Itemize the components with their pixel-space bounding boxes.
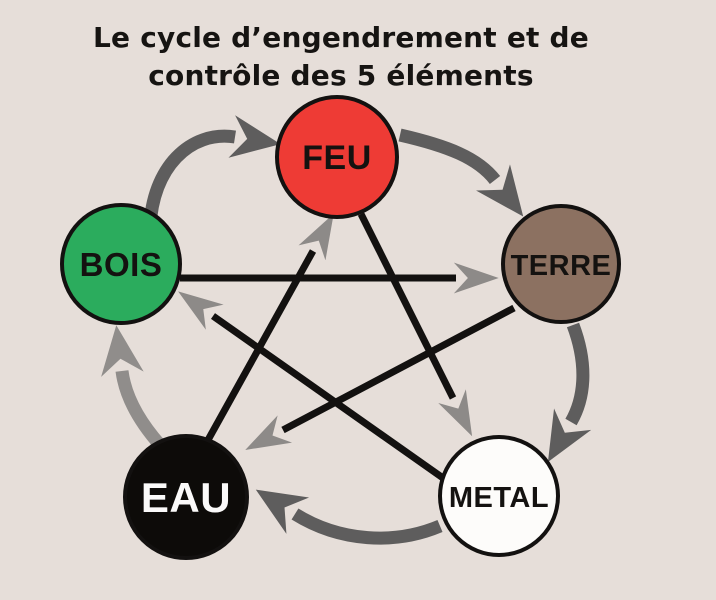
control-cycle-group [178,212,516,481]
generation-cycle-group [101,115,592,545]
diagram-title: Le cycle d’engendrement et de contrôle d… [93,21,589,92]
terre-label: TERRE [511,250,612,282]
generation-arrow-metal-to-eau [255,489,443,545]
title-line-1: Le cycle d’engendrement et de [93,21,589,54]
element-metal: METAL [438,435,560,557]
generation-arrow-bois-to-feu [143,115,281,229]
generation-arrow-feu-to-terre [398,128,524,217]
generation-arrow-terre-to-metal [547,322,592,462]
bois-circle [60,203,182,325]
feu-label: FEU [302,139,372,177]
element-nodes-group: FEU TERRE METAL EAU BOIS [60,95,621,560]
eau-label: EAU [141,474,231,521]
metal-circle [438,435,560,557]
control-arrow-feu-to-metal [357,212,473,437]
feu-circle [275,95,399,219]
element-terre: TERRE [501,204,621,324]
terre-circle [501,204,621,324]
title-line-2: contrôle des 5 éléments [148,59,534,92]
control-arrow-terre-to-eau [245,304,516,450]
bois-label: BOIS [80,246,163,283]
metal-label: METAL [449,482,549,514]
element-eau: EAU [123,434,249,560]
element-feu: FEU [275,95,399,219]
element-bois: BOIS [60,203,182,325]
generation-arrow-eau-to-bois [101,325,165,450]
control-arrow-metal-to-bois [178,291,446,481]
eau-circle [123,434,249,560]
